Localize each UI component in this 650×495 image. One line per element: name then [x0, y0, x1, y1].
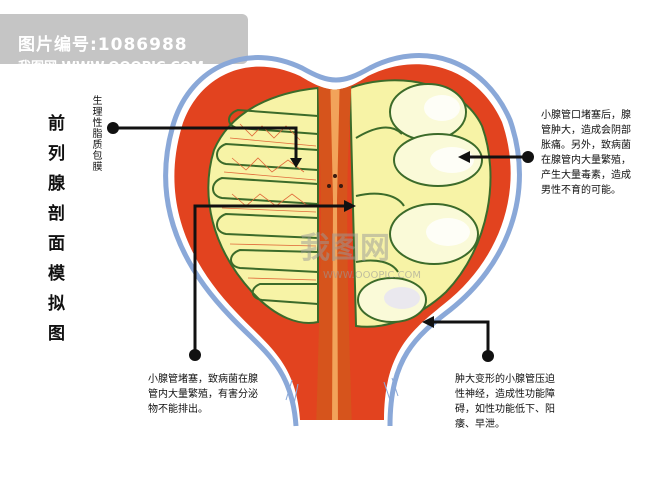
note-bacteria-secretion: 小腺管堵塞，致病菌在腺管内大量繁殖，有害分泌物不能排出。 [148, 374, 258, 415]
note-duct-blockage: 小腺管口堵塞后，腺管肿大，造成会阴部胀痛。另外，致病菌在腺管内大量繁殖，产生大量… [541, 110, 631, 196]
pointer-right-note [458, 151, 534, 163]
pointer-bottom-left-note [189, 200, 356, 361]
capsule-outline [163, 53, 522, 427]
pointer-bottom-right-note [422, 316, 494, 362]
pointer-capsule [107, 122, 302, 168]
capsule-fringe [285, 377, 399, 405]
left-gland-folds [212, 108, 319, 305]
watermark-banner: 图片编号:1086988 我图网 WWW.OOOPIC.COM [0, 14, 248, 75]
cyst-highlights [384, 95, 474, 309]
diagram-title: 前列腺剖面模拟图 [44, 114, 64, 354]
center-watermark-url: WWW.OOOPIC.COM [323, 270, 421, 281]
capsule-label: 生理性脂质包膜 [90, 95, 101, 172]
center-watermark: 我图网 [300, 231, 390, 266]
ejaculatory-duct-dots [327, 174, 343, 188]
watermark-image-number: 图片编号:1086988 [18, 35, 188, 55]
watermark-site: 我图网 WWW.OOOPIC.COM [18, 60, 204, 75]
note-nerve-compression: 肿大变形的小腺管压迫性神经，造成性功能障碍，如性功能低下、阳痿、早泄。 [455, 374, 555, 430]
urethra-lumen [330, 70, 340, 421]
right-gland-folds [355, 126, 405, 273]
